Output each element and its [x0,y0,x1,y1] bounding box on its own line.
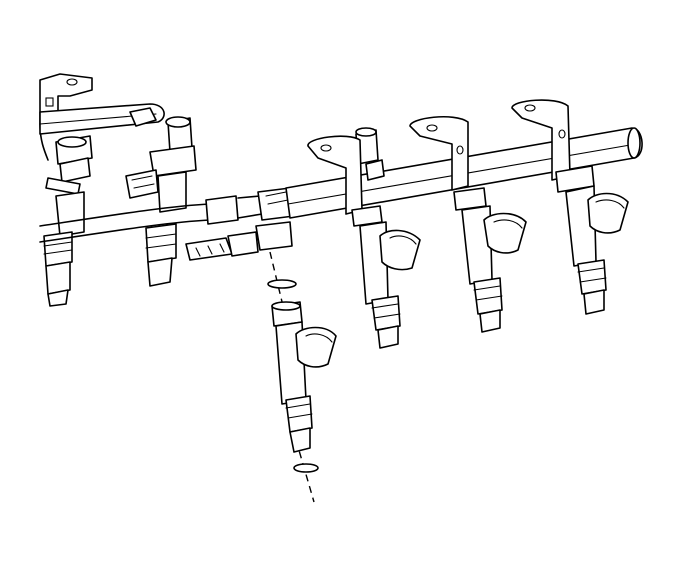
upper-o-ring-seal [267,279,297,289]
fuel-pressure-port [355,127,385,181]
fuel-injector-4 [351,205,421,349]
injector-electrical-connector [185,221,293,261]
rear-fuel-rail [39,103,165,135]
rail-bracket-1 [307,135,363,215]
lower-o-ring-seal [293,463,319,473]
wiring-harness [39,187,295,243]
rail-bracket-3 [511,99,571,181]
fuel-injector-3-removed [271,301,337,453]
fuel-injector-6 [555,165,629,315]
fuel-injector-2 [125,116,197,287]
rail-bracket-2 [409,116,469,191]
fuel-injector-5 [453,187,527,333]
